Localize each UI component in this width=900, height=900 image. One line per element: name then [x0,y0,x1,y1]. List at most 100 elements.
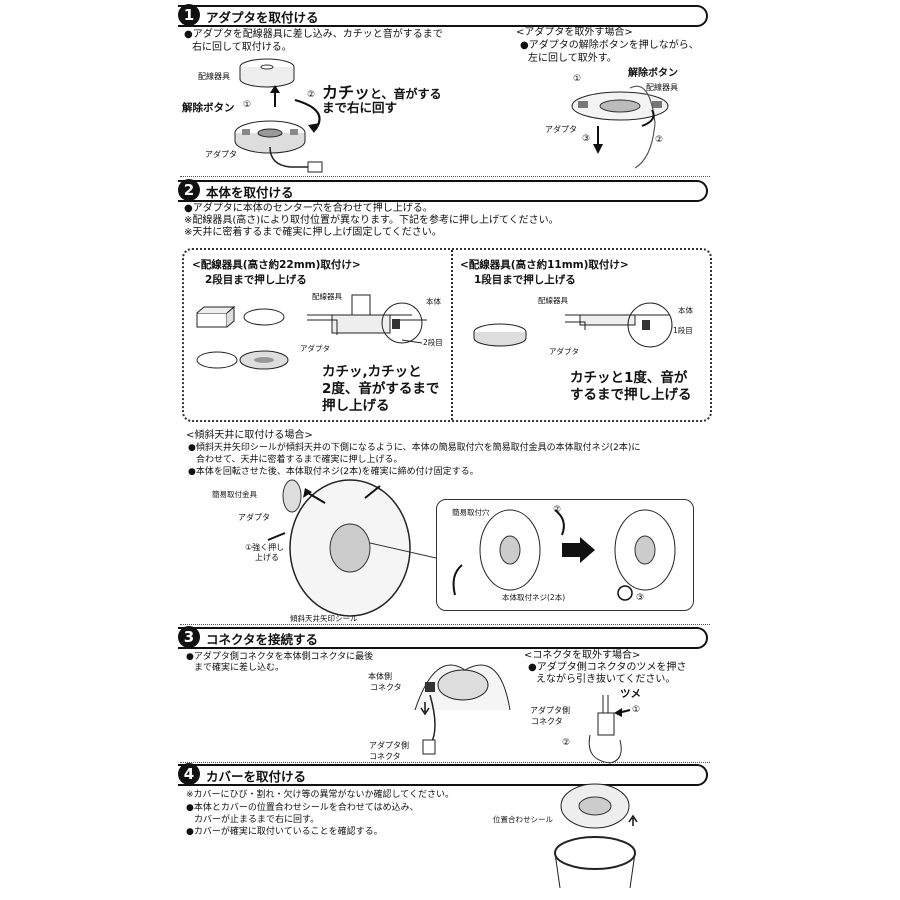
s2-instruction-1: ●アダプタに本体のセンター穴を合わせて押し上げる。 [184,203,433,214]
adapter-install-illustration [234,58,323,173]
click-rest-text: と、音がする [370,87,442,101]
s3-instruction-2: まで確実に差し込む。 [194,663,285,673]
rm-step-1: ① [573,74,582,84]
header-bar [178,764,708,786]
s1-instruction-2: 右に回して取付ける。 [192,42,292,53]
slope-body-illustration [267,479,437,617]
connector-illustration [414,664,511,755]
box-left-label-hontai: 本体 [426,297,441,306]
label-haisen-kigu: 配線器具 [198,72,230,81]
section-3-header: 3 コネクタを接続する [178,626,708,649]
rm-step-3: ③ [582,134,591,144]
label-adapter-connector-2: コネクタ [369,752,401,761]
rm-label-haisen: 配線器具 [646,83,678,92]
section-1-header: 1 アダプタを取付ける [178,4,708,27]
s4-instruction-2: カバーが止まるまで右に回す。 [194,815,320,825]
box-left-click-3: 押し上げる [322,398,390,414]
slope-step-2: ② [553,505,562,515]
s1-instruction-1: ●アダプタを配線器具に差し込み、カチッと音がするまで [184,29,443,40]
remove-connector-illustration [588,695,631,764]
section-title: コネクタを接続する [206,632,319,647]
remove-connector-instr-2: えながら引き抜いてください。 [536,674,676,685]
slope-detail-illustration [452,509,676,601]
slope-label-push-1: ①強く押し [245,543,285,552]
section-4-header: 4 カバーを取付ける [178,763,708,786]
box-separator [451,250,453,420]
click-callout-line2: まで右に回す [322,100,398,115]
header-bar [178,627,708,649]
box-right-label-adapter: アダプタ [549,347,579,356]
remove-connector-instr-1: ●アダプタ側コネクタのツメを押さ [528,662,687,673]
slope-instr-3: ●本体を回転させた後、本体取付ネジ(2本)を確実に締め付け固定する。 [188,467,479,477]
label-body-connector-1: 本体側 [368,672,392,681]
step-circle-1: ① [243,100,252,110]
slope-instr-2: 合わせて、天井に密着するまで確実に押し上げる。 [196,455,403,465]
s4-instruction-3: ●カバーが確実に取付いていることを確認する。 [186,827,383,837]
s2-note-1: ※配線器具(高さ)により取付位置が異なります。下記を参考に押し上げてください。 [184,215,559,226]
box-right-label-haisen: 配線器具 [538,296,568,305]
slope-label-screw: 本体取付ネジ(2本) [502,593,566,602]
s3-instruction-1: ●アダプタ側コネクタを本体側コネクタに最後 [186,652,374,662]
remove-adapter-illustration [571,85,669,169]
divider [180,624,710,625]
step-number: 1 [178,4,200,26]
header-bar [178,5,708,27]
click-big-text: カチッ [322,83,371,102]
section-title: アダプタを取付ける [206,10,319,25]
remove-adapter-instr-2: 左に回して取外す。 [528,53,617,64]
slope-label-adapter: アダプタ [238,513,270,522]
label-release-button: 解除ボタン [182,102,235,114]
box-right-click-1: カチッと1度、音が [570,370,688,386]
height-options-box [182,248,712,422]
label-adapter: アダプタ [205,150,237,159]
box-right-label-dan: 1段目 [673,326,693,335]
rm-label-adapter: アダプタ [545,125,577,134]
s4-instruction-1: ●本体とカバーの位置合わせシールを合わせてはめ込み、 [186,803,419,813]
box-left-illustration [196,294,427,370]
remove-adapter-instr-1: ●アダプタの解除ボタンを押しながら、 [520,40,699,51]
s2-note-2: ※天井に密着するまで確実に押し上げ固定してください。 [184,227,442,238]
slope-step-3: ③ [636,593,645,603]
box-left-click-2: 2度、音がするまで [322,381,440,397]
box-right-title: <配線器具(高さ約11mm)取付け> [460,259,629,271]
rm-conn-step-2: ② [562,738,571,748]
step-circle-2: ② [307,90,316,100]
section-title: カバーを取付ける [206,769,307,784]
box-left-click-1: カチッ,カチッと [322,364,422,380]
divider [180,762,710,763]
label-body-connector-2: コネクタ [370,683,402,692]
step-number: 4 [178,763,200,785]
step-number: 2 [178,179,200,201]
rm-label-release-button: 解除ボタン [628,68,678,79]
remove-connector-title: <コネクタを取外す場合> [524,650,641,661]
box-right-click-2: するまで押し上げる [570,387,692,403]
rm-conn-step-1: ① [632,705,641,715]
box-left-label-haisen: 配線器具 [312,292,342,301]
rm-label-adapter-connector-2: コネクタ [531,717,563,726]
section-title: 本体を取付ける [206,185,294,200]
divider [180,176,710,177]
box-left-label-dan: 2段目 [423,338,443,347]
s4-note: ※カバーにひび・割れ・欠け等の異常がないか確認してください。 [186,790,455,800]
box-left-title: <配線器具(高さ約22mm)取付け> [192,259,361,271]
remove-adapter-title: <アダプタを取外す場合> [516,27,633,38]
box-left-label-adapter: アダプタ [300,344,330,353]
slope-label-kanni: 簡易取付金具 [212,490,257,499]
label-adapter-connector-1: アダプタ側 [369,741,409,750]
click-callout: カチッと、音がする [322,79,442,103]
section-2-header: 2 本体を取付ける [178,179,708,202]
slope-label-hole: 簡易取付穴 [452,508,490,517]
slope-instr-1: ●傾斜天井矢印シールが傾斜天井の下側になるように、本体の簡易取付穴を簡易取付金具… [188,443,641,453]
rm-label-adapter-connector-1: アダプタ側 [530,706,570,715]
label-tsume: ツメ [620,688,641,700]
cover-illustration [554,783,638,889]
box-right-illustration [473,302,673,348]
slope-label-seal: 傾斜天井矢印シール [290,614,358,623]
header-bar [178,180,708,202]
box-right-subtitle: 1段目まで押し上げる [474,274,576,286]
rm-step-2: ② [655,135,664,145]
step-number: 3 [178,626,200,648]
slope-detail-box [436,499,694,611]
box-left-subtitle: 2段目まで押し上げる [205,274,307,286]
label-alignment-seal: 位置合わせシール [493,815,553,824]
